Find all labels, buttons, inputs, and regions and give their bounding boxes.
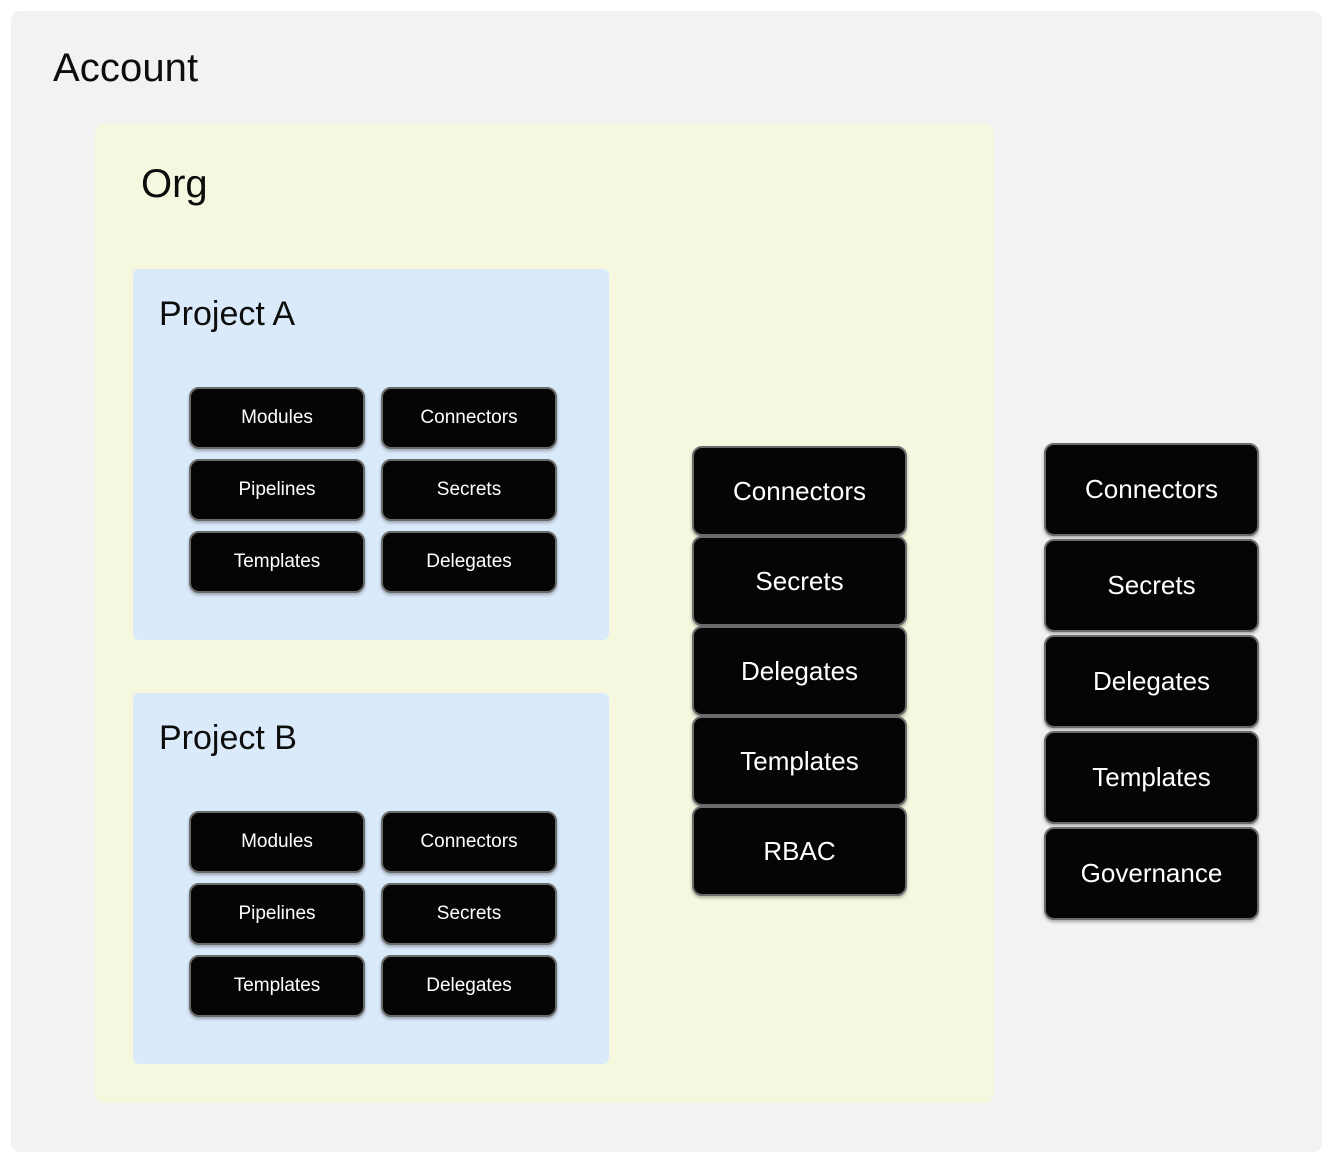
pill-org-rbac[interactable]: RBAC xyxy=(692,806,907,896)
project-a-pill-grid: Modules Connectors Pipelines Secrets Tem… xyxy=(189,387,557,593)
pill-org-delegates[interactable]: Delegates xyxy=(692,626,907,716)
pill-project-b-secrets[interactable]: Secrets xyxy=(381,883,557,945)
pill-project-a-delegates[interactable]: Delegates xyxy=(381,531,557,593)
pill-org-connectors[interactable]: Connectors xyxy=(692,446,907,536)
pill-project-b-connectors[interactable]: Connectors xyxy=(381,811,557,873)
project-a-label: Project A xyxy=(159,295,296,333)
project-card-b: Project B Modules Connectors Pipelines S… xyxy=(133,693,609,1064)
pill-project-a-templates[interactable]: Templates xyxy=(189,531,365,593)
pill-project-a-secrets[interactable]: Secrets xyxy=(381,459,557,521)
project-b-label: Project B xyxy=(159,719,297,757)
pill-project-a-connectors[interactable]: Connectors xyxy=(381,387,557,449)
org-scope-label: Org xyxy=(141,162,208,206)
pill-project-b-modules[interactable]: Modules xyxy=(189,811,365,873)
pill-project-b-delegates[interactable]: Delegates xyxy=(381,955,557,1017)
pill-project-a-modules[interactable]: Modules xyxy=(189,387,365,449)
pill-project-b-pipelines[interactable]: Pipelines xyxy=(189,883,365,945)
pill-org-templates[interactable]: Templates xyxy=(692,716,907,806)
pill-project-a-pipelines[interactable]: Pipelines xyxy=(189,459,365,521)
pill-account-delegates[interactable]: Delegates xyxy=(1044,635,1259,728)
project-b-pill-grid: Modules Connectors Pipelines Secrets Tem… xyxy=(189,811,557,1017)
project-card-a: Project A Modules Connectors Pipelines S… xyxy=(133,269,609,640)
pill-account-secrets[interactable]: Secrets xyxy=(1044,539,1259,632)
pill-account-governance[interactable]: Governance xyxy=(1044,827,1259,920)
account-scope-panel: Account Org Project A Modules Connectors… xyxy=(11,11,1322,1152)
pill-account-connectors[interactable]: Connectors xyxy=(1044,443,1259,536)
pill-project-b-templates[interactable]: Templates xyxy=(189,955,365,1017)
account-level-resource-column: Connectors Secrets Delegates Templates G… xyxy=(1044,443,1259,920)
pill-org-secrets[interactable]: Secrets xyxy=(692,536,907,626)
account-scope-label: Account xyxy=(53,46,199,90)
org-level-resource-column: Connectors Secrets Delegates Templates R… xyxy=(692,446,907,896)
pill-account-templates[interactable]: Templates xyxy=(1044,731,1259,824)
